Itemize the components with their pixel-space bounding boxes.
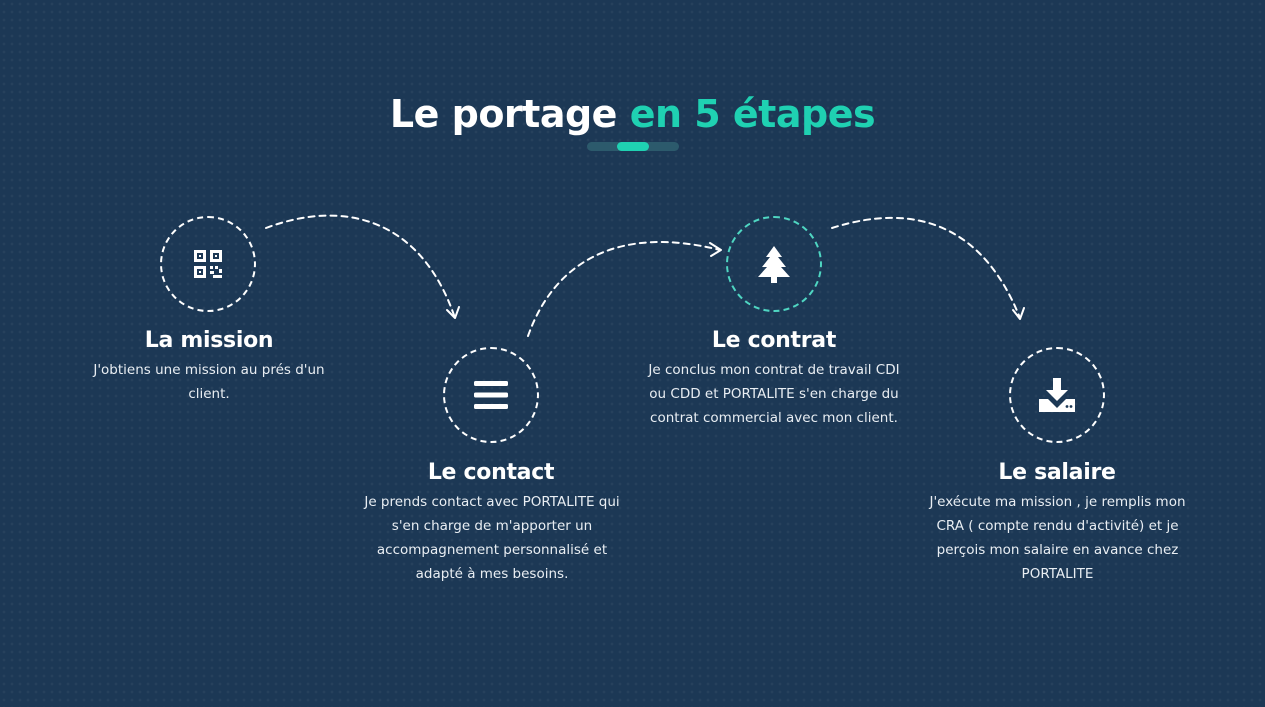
step-contrat-circle <box>726 216 822 312</box>
step-contact-title: Le contact <box>427 460 555 485</box>
download-icon <box>1039 378 1075 412</box>
title-underline-decoration <box>587 142 679 151</box>
step-mission-title: La mission <box>144 328 274 353</box>
list-icon <box>474 381 508 409</box>
step-contrat-description: Je conclus mon contrat de travail CDI ou… <box>648 362 900 426</box>
step-salaire-description: J'exécute ma mission , je remplis mon CR… <box>929 494 1186 582</box>
arrowhead-2 <box>709 242 722 257</box>
step-contact-description: Je prends contact avec PORTALITE qui s'e… <box>364 494 620 582</box>
arrowhead-1 <box>446 306 460 319</box>
step-mission-description: J'obtiens une mission au prés d'un clien… <box>93 362 325 402</box>
arrow-mission-to-contact <box>265 214 456 319</box>
arrow-contact-to-contrat <box>527 241 721 337</box>
step-contact-circle <box>443 347 539 443</box>
qr-code-icon <box>194 250 222 278</box>
title-main: Le portage <box>389 92 618 136</box>
arrowhead-3 <box>1012 307 1025 320</box>
title-accent: en 5 étapes <box>629 92 876 136</box>
tree-icon <box>758 246 790 283</box>
section-title: Le portage en 5 étapes <box>0 92 1265 136</box>
step-contrat-title: Le contrat <box>711 328 837 353</box>
arrow-contrat-to-salaire <box>831 216 1021 319</box>
step-salaire-circle <box>1009 347 1105 443</box>
title-underline-accent <box>617 142 649 151</box>
step-mission-circle <box>160 216 256 312</box>
step-salaire-title: Le salaire <box>998 460 1116 485</box>
